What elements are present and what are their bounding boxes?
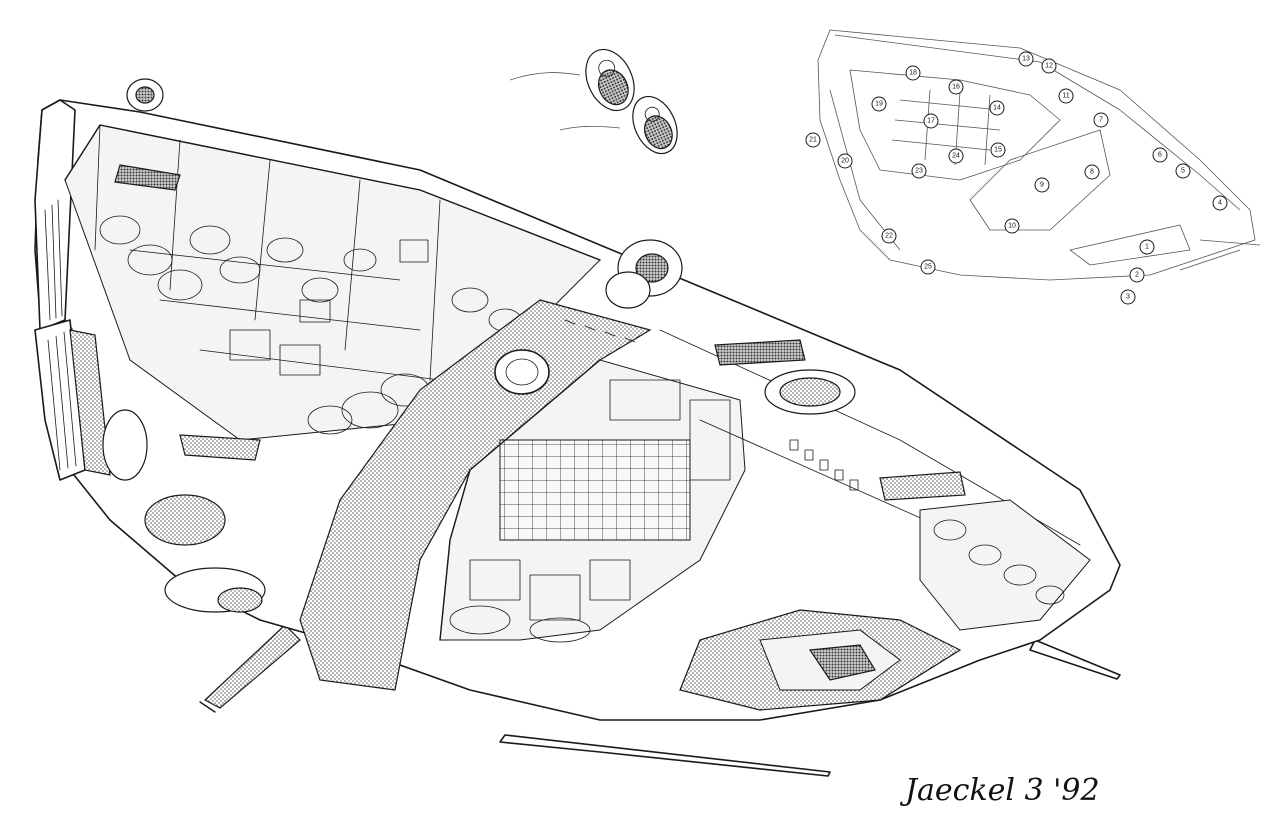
escort-shuttles bbox=[509, 48, 678, 155]
key-diagram: 1 2 3 4 5 6 7 8 9 10 11 12 13 14 15 16 1… bbox=[805, 29, 1261, 305]
lower-fins bbox=[199, 624, 1121, 777]
callout-18: 18 bbox=[909, 70, 917, 77]
callout-16: 16 bbox=[952, 84, 960, 91]
callout-17: 17 bbox=[927, 118, 935, 125]
key-callouts: 1 2 3 4 5 6 7 8 9 10 11 12 13 14 15 16 1… bbox=[805, 51, 1228, 305]
callout-10: 10 bbox=[1008, 223, 1016, 230]
callout-15: 15 bbox=[994, 147, 1002, 154]
starboard-panels bbox=[659, 329, 1091, 631]
callout-9: 9 bbox=[1040, 182, 1044, 189]
tail-section bbox=[34, 99, 111, 481]
callout-13: 13 bbox=[1022, 56, 1030, 63]
ventral-pods bbox=[102, 409, 266, 613]
callout-22: 22 bbox=[885, 233, 893, 240]
callout-6: 6 bbox=[1158, 152, 1162, 159]
cargo-deck-cutaway bbox=[439, 359, 746, 643]
callout-11: 11 bbox=[1062, 93, 1069, 100]
callout-14: 14 bbox=[993, 105, 1001, 112]
dorsal-sensor-pods bbox=[126, 78, 683, 309]
callout-2: 2 bbox=[1135, 272, 1139, 279]
callout-25: 25 bbox=[924, 264, 932, 271]
callout-12: 12 bbox=[1045, 63, 1053, 70]
callout-19: 19 bbox=[875, 101, 883, 108]
callout-23: 23 bbox=[915, 168, 923, 175]
bow-intake bbox=[679, 609, 962, 711]
artist-signature: Jaeckel 3 '92 bbox=[899, 773, 1100, 808]
central-hull-band bbox=[299, 299, 652, 691]
callout-5: 5 bbox=[1181, 168, 1185, 175]
callout-20: 20 bbox=[841, 158, 849, 165]
callout-21: 21 bbox=[809, 137, 817, 144]
callout-3: 3 bbox=[1126, 294, 1130, 301]
callout-4: 4 bbox=[1218, 200, 1222, 207]
callout-24: 24 bbox=[952, 153, 960, 160]
callout-8: 8 bbox=[1090, 169, 1094, 176]
callout-7: 7 bbox=[1099, 117, 1103, 124]
callout-1: 1 bbox=[1145, 244, 1149, 251]
main-ship-cutaway bbox=[34, 78, 1121, 777]
